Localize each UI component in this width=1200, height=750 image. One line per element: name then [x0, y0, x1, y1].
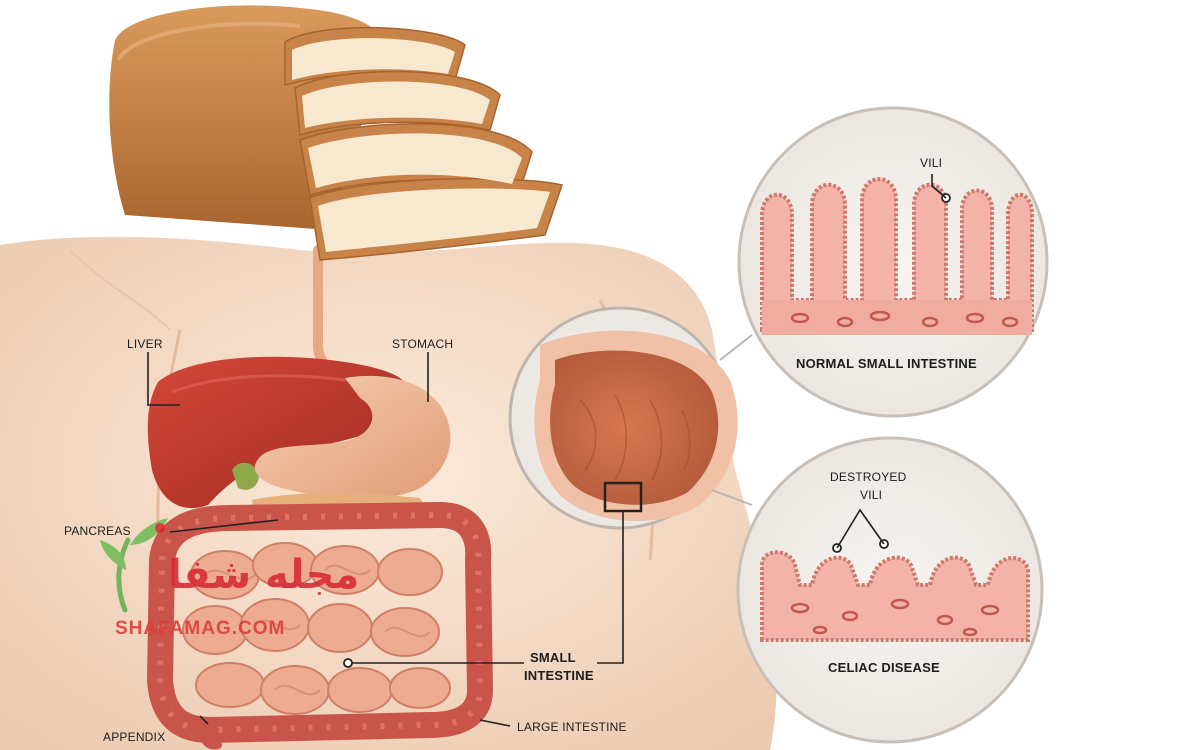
stomach-label: STOMACH [392, 337, 454, 351]
vili-label: VILI [920, 156, 943, 170]
small-intestine-label-line1: SMALL [530, 650, 576, 665]
gallbladder [232, 462, 259, 490]
appendix-label: APPENDIX [103, 730, 166, 744]
stomach-organ [254, 375, 451, 500]
appendix-organ [199, 724, 222, 750]
large-intestine-label: LARGE INTESTINE [517, 720, 627, 734]
small-intestine-label-line2: INTESTINE [524, 668, 594, 683]
watermark-leaf-icon [100, 518, 168, 613]
celiac-disease-label: CELIAC DISEASE [828, 660, 940, 675]
normal-small-intestine-label: NORMAL SMALL INTESTINE [796, 356, 977, 371]
pancreas-label: PANCREAS [64, 524, 131, 538]
normal-intestine-inset [737, 106, 1049, 418]
destroyed-vili-label-line1: DESTROYED [830, 470, 907, 484]
small-intestine-organ [182, 542, 451, 715]
watermark-persian: مجله شفا [168, 552, 360, 598]
intestine-zoom-circle [508, 306, 738, 530]
leader-lines [147, 352, 624, 727]
celiac-intestine-inset [736, 436, 1044, 744]
watermark-site: SHAFAMAG.COM [115, 618, 286, 639]
large-intestine-organ [147, 502, 493, 743]
liver-organ [147, 356, 410, 509]
destroyed-vili-label-line2: VILI [860, 488, 883, 502]
bread-loaf [109, 5, 563, 261]
liver-label: LIVER [127, 337, 163, 351]
